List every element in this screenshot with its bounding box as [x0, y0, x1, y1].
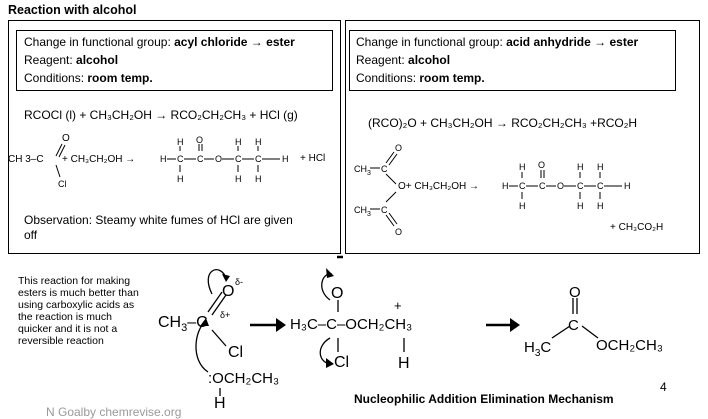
- left-info-box: [16, 30, 333, 91]
- left-change-line: Change in functional group: acyl chlorid…: [24, 35, 295, 49]
- mechanism-intermediate: H₃C–C–OCH₂CH₃: [290, 316, 413, 333]
- svg-text:C: C: [235, 154, 242, 164]
- observation-text: Observation: Steamy white fumes of HCl a…: [24, 213, 293, 242]
- left-reagent-line: Reagent: alcohol: [24, 53, 119, 67]
- svg-text:O: O: [62, 133, 70, 144]
- svg-text:H: H: [624, 181, 631, 191]
- right-anhydride-structure: CH3 C O CH3 C O: [354, 143, 402, 237]
- svg-text:H: H: [502, 181, 509, 191]
- left-ethanol-formula: + CH₃CH₂OH →: [62, 154, 136, 165]
- svg-text:C: C: [568, 317, 579, 334]
- svg-text:H: H: [255, 137, 262, 147]
- left-panel: [8, 20, 341, 254]
- svg-text:H: H: [235, 174, 242, 184]
- mechanism-alcohol: :OCH₂CH₃: [208, 370, 280, 387]
- svg-text:Cl: Cl: [334, 354, 349, 371]
- ester-note: This reaction for making esters is much …: [18, 275, 139, 347]
- svg-text:O: O: [395, 227, 402, 237]
- svg-text:H: H: [160, 154, 167, 164]
- svg-text:CH3: CH3: [354, 164, 371, 177]
- svg-text:C: C: [597, 181, 604, 191]
- right-acid-product: + CH₃CO₂H: [610, 222, 664, 233]
- svg-text:C: C: [381, 205, 388, 215]
- left-conditions-line: Conditions: room temp.: [24, 71, 153, 85]
- svg-text:C: C: [539, 181, 546, 191]
- svg-text:O: O: [557, 181, 564, 191]
- right-change-line: Change in functional group: acid anhydri…: [356, 35, 639, 49]
- page-title: Reaction with alcohol: [8, 3, 137, 17]
- svg-text:H: H: [519, 201, 526, 211]
- svg-text:H: H: [597, 162, 604, 172]
- credit-text: N Goalby chemrevise.org: [46, 405, 182, 419]
- left-hcl-product: + HCl: [300, 153, 326, 164]
- svg-text:δ+: δ+: [220, 310, 230, 320]
- svg-text:H: H: [282, 154, 289, 164]
- svg-text:O: O: [215, 154, 222, 164]
- svg-text:O: O: [538, 160, 545, 170]
- left-reactant-formula: CH 3–C: [8, 154, 44, 165]
- svg-text:C: C: [577, 181, 584, 191]
- svg-text:CH3: CH3: [354, 205, 371, 218]
- mechanism-label: Nucleophilic Addition Elimination Mechan…: [354, 392, 614, 406]
- svg-text:C: C: [177, 154, 184, 164]
- page-number: 4: [660, 380, 667, 394]
- svg-text:Cl: Cl: [58, 179, 67, 189]
- svg-text:C: C: [381, 164, 388, 174]
- left-acyl-chloride-structure: O Cl: [55, 133, 70, 189]
- svg-text:H: H: [177, 174, 184, 184]
- svg-text:C: C: [197, 154, 204, 164]
- svg-text:H: H: [519, 162, 526, 172]
- svg-text:O: O: [222, 283, 234, 300]
- svg-text:C: C: [519, 181, 526, 191]
- svg-text:H: H: [398, 355, 410, 372]
- svg-text:H: H: [214, 395, 226, 412]
- svg-text:Cl: Cl: [228, 344, 243, 361]
- svg-text:O: O: [196, 135, 203, 145]
- svg-text:H: H: [577, 162, 584, 172]
- svg-text:H: H: [235, 137, 242, 147]
- mechanism-product-ester: OCH₂CH₃: [596, 337, 663, 354]
- svg-text:C: C: [255, 154, 262, 164]
- right-panel: [345, 20, 700, 254]
- svg-text:+: +: [394, 298, 402, 313]
- svg-text:δ-: δ-: [235, 277, 243, 287]
- mechanism-product-structure: H3C C O: [524, 284, 599, 359]
- svg-text:H3C: H3C: [524, 339, 551, 359]
- mechanism-reactant: CH3–C O δ- δ+ Cl H: [158, 269, 243, 412]
- svg-text:H: H: [255, 174, 262, 184]
- svg-text:H: H: [577, 201, 584, 211]
- left-equation: RCOCl (l) + CH₃CH₂OH → RCO₂CH₂CH₃ + HCl …: [24, 108, 298, 122]
- mechanism-arrow-1: [250, 318, 286, 332]
- svg-text:O: O: [395, 143, 402, 153]
- svg-text:H: H: [597, 201, 604, 211]
- right-ethanol-formula: O+ CH₃CH₂OH →: [398, 181, 480, 192]
- left-ester-structure: H C H H C O O C H H C H H H: [160, 135, 289, 184]
- right-equation: (RCO)₂O + CH₃CH₂OH → RCO₂CH₂CH₃ +RCO₂H: [368, 116, 638, 130]
- svg-text:H: H: [177, 137, 184, 147]
- right-ester-structure: H C H H C O O C H H C H H H: [502, 160, 631, 211]
- mechanism-arrow-2: [486, 318, 520, 332]
- mechanism-intermediate-structure: O Cl + H: [319, 255, 410, 372]
- svg-text:O: O: [331, 285, 343, 302]
- right-info-box: [349, 30, 676, 91]
- svg-text:CH3–C: CH3–C: [158, 314, 208, 334]
- right-conditions-line: Conditions: room temp.: [356, 71, 485, 85]
- right-reagent-line: Reagent: alcohol: [356, 53, 451, 67]
- svg-text:O: O: [569, 284, 581, 301]
